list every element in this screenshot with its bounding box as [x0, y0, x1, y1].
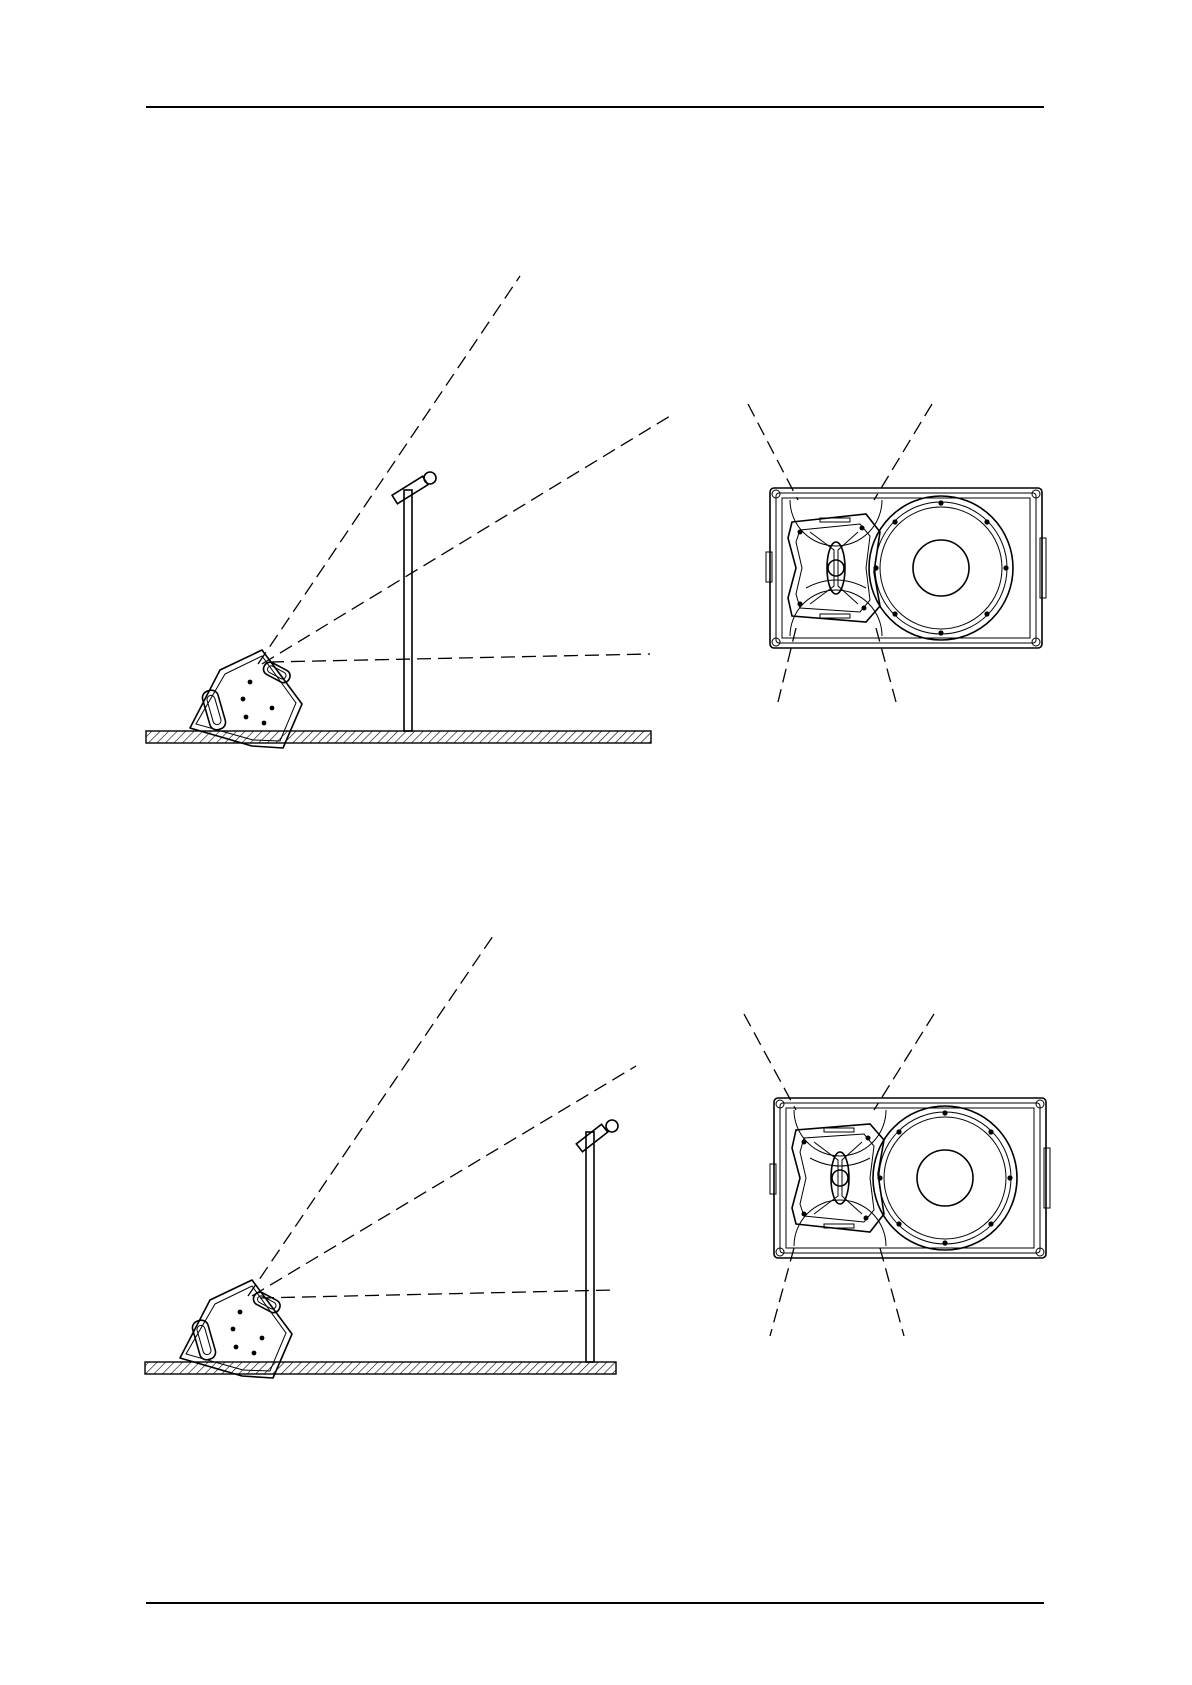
coverage-line [744, 1014, 796, 1110]
coverage-line [874, 1014, 934, 1110]
speaker-front-view [766, 488, 1046, 648]
dispersion-line [248, 936, 493, 1296]
dispersion-line [260, 1290, 614, 1298]
speaker-front-view [770, 1098, 1050, 1258]
coverage-line [874, 404, 932, 500]
coverage-line [876, 628, 896, 702]
coverage-line [880, 1248, 904, 1336]
coverage-line [770, 1248, 794, 1336]
coverage-line [748, 404, 798, 500]
upper-figure [146, 276, 1046, 748]
lower-figure [145, 936, 1050, 1378]
microphone-stand [576, 1120, 618, 1362]
microphone-stand [392, 472, 436, 731]
dispersion-line [258, 276, 520, 664]
dispersion-line [252, 1066, 636, 1296]
dispersion-line [262, 416, 670, 664]
dispersion-line [270, 654, 650, 662]
coverage-line [778, 628, 796, 702]
